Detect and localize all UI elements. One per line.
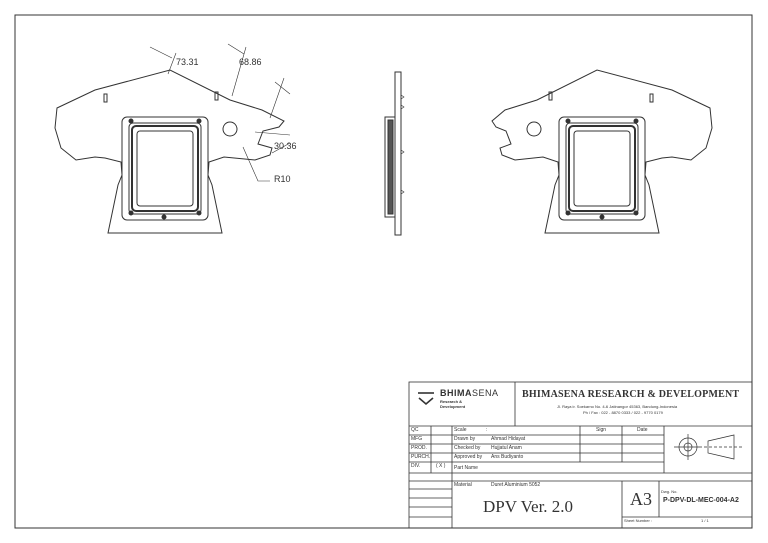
- window-frame-right: [558, 116, 646, 221]
- approved-by-label: Approved by: [454, 454, 483, 460]
- date-label: Date: [637, 427, 648, 433]
- company-name: BHIMASENA RESEARCH & DEVELOPMENT: [522, 389, 740, 400]
- tab-r2: [649, 93, 654, 103]
- part-name-label: Part Name: [454, 465, 478, 471]
- logo-sub2: Development: [440, 404, 466, 409]
- dwg-no: P-DPV-DL-MEC-004-A2: [663, 497, 739, 504]
- company-phone: Ph / Fax : 022 - 8870 0333 / 022 - 9770 …: [583, 410, 663, 415]
- screw-r3: [565, 210, 571, 216]
- material-value: Duret Aluminium 5052: [491, 482, 541, 488]
- sheet-number-label: Sheet Number :: [624, 518, 653, 523]
- div-value: ( X ): [436, 463, 446, 469]
- screw-l2: [196, 118, 202, 124]
- side-teeth: [400, 94, 405, 195]
- projection-symbol: [674, 434, 744, 460]
- row-mfg: MFG: [411, 436, 423, 442]
- dim-73-31: 73.31: [176, 57, 199, 67]
- approved-by-name: Ans Budiyanto: [491, 454, 524, 460]
- row-purch: PURCH.: [411, 454, 431, 460]
- hole-left: [222, 121, 238, 137]
- logo-main: BHIMA: [440, 388, 472, 398]
- checked-by-name: Hujjatul Anam: [491, 445, 522, 451]
- window-inner-left-2: [131, 125, 199, 212]
- dim-r10: R10: [274, 174, 291, 184]
- window-glass-left: [136, 130, 194, 207]
- company-address: Jl. Raya ir. Soekarno No. 4-6 Jatinangor…: [557, 404, 678, 409]
- window-inner-right-1: [565, 122, 639, 215]
- tab-l1: [103, 93, 108, 103]
- dim-68-86: 68.86: [239, 57, 262, 67]
- front-view-left: [54, 43, 291, 234]
- side-frame-inner: [387, 119, 394, 215]
- window-glass-right: [573, 130, 631, 207]
- row-div: DIV.: [411, 463, 421, 469]
- side-view: [384, 71, 405, 236]
- screw-l5: [161, 214, 167, 220]
- hole-right: [526, 121, 542, 137]
- scale-colon: :: [486, 427, 488, 433]
- sheet-number-value: 1 / 1: [701, 518, 709, 523]
- screw-l3: [128, 210, 134, 216]
- screw-l1: [128, 118, 134, 124]
- paper-size: A3: [630, 489, 652, 509]
- drawn-by-label: Drawn by: [454, 436, 476, 442]
- row-prod: PROD.: [411, 445, 427, 451]
- logo-sub1: Research &: [440, 399, 463, 404]
- dim-30-36: 30.36: [274, 141, 297, 151]
- window-inner-left-1: [128, 122, 202, 215]
- logo-mark: [418, 392, 434, 406]
- side-frame: [384, 116, 396, 218]
- sign-label: Sign: [596, 427, 607, 433]
- side-plate: [394, 71, 402, 236]
- row-qc: QC: [411, 427, 419, 433]
- window-inner-right-2: [568, 125, 636, 212]
- checked-by-label: Checked by: [454, 445, 481, 451]
- window-frame-left: [121, 116, 209, 221]
- title-block-grid: [408, 381, 753, 529]
- screw-l4: [196, 210, 202, 216]
- scale-label: Scale: [454, 427, 467, 433]
- plate-outline-left: [54, 69, 285, 234]
- dim-lines-left: [149, 43, 291, 182]
- screw-r1: [565, 118, 571, 124]
- dwg-no-label: Dwg. No.: [661, 489, 678, 494]
- screw-r4: [633, 210, 639, 216]
- drawing-title: DPV Ver. 2.0: [483, 497, 574, 516]
- logo-suffix: SENA: [472, 388, 499, 398]
- logo-text: BHIMASENA: [440, 389, 499, 398]
- screw-r5: [599, 214, 605, 220]
- sheet-border: [14, 14, 753, 529]
- material-label: Material: [454, 482, 472, 488]
- tab-r1: [548, 91, 553, 101]
- drawn-by-name: Ahmad Hidayat: [491, 436, 526, 442]
- front-view-right: [491, 69, 713, 234]
- screw-r2: [633, 118, 639, 124]
- tab-l2: [214, 91, 219, 101]
- plate-outline-right: [491, 69, 713, 234]
